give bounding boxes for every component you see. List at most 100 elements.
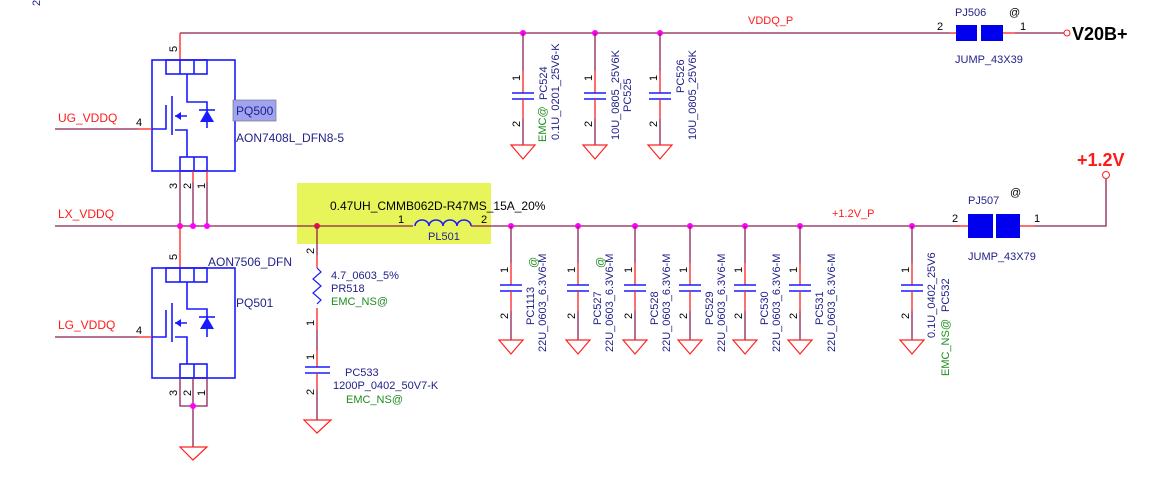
cap-pin2: 2 <box>623 313 635 319</box>
net-label-vddq-p: VDDQ_P <box>748 15 793 27</box>
cap-option: @ <box>595 257 607 268</box>
cap-pin1: 1 <box>733 267 745 273</box>
pj506-pin1: 1 <box>1020 21 1026 33</box>
inductor-pl501[interactable]: 0.47UH_CMMB062D-R47MS_15A_20% 1 2 PL501 <box>330 199 546 243</box>
ground-icon <box>302 419 333 434</box>
cap-pin2: 2 <box>511 121 523 127</box>
ground-icon <box>178 446 209 461</box>
ground-icon <box>621 339 649 355</box>
pj507-option: @ <box>1010 187 1021 199</box>
cap-pin2: 2 <box>678 313 690 319</box>
ground-icon <box>497 339 525 355</box>
cap-value: 0.1U_0402_25V6 <box>926 252 938 338</box>
ground-icon <box>731 339 759 355</box>
cap-pin1: 1 <box>788 267 800 273</box>
ground-icon <box>646 144 674 160</box>
pj507-ref: PJ507 <box>968 195 999 207</box>
ground-icon <box>898 339 926 355</box>
cap-value: 22U_0603_6.3V6-M <box>826 254 838 352</box>
svg-text:4: 4 <box>136 117 142 129</box>
pl501-value: 0.47UH_CMMB062D-R47MS_15A_20% <box>330 199 546 213</box>
cap-ref: PC529 <box>704 291 716 325</box>
mosfet-pq500[interactable]: PQ500 AON7408L_DFN8-5 5 4 3 2 1 <box>136 33 344 226</box>
svg-text:PC533: PC533 <box>345 367 379 379</box>
net-label-v12-p: +1.2V_P <box>832 208 875 220</box>
pq501-part: AON7506_DFN <box>208 255 292 269</box>
net-label-lg-vddq: LG_VDDQ <box>58 318 115 332</box>
ground-icon <box>581 144 609 160</box>
cap-ref: PC532 <box>940 278 952 312</box>
svg-text:2: 2 <box>952 213 958 225</box>
net-label-ug-vddq: UG_VDDQ <box>58 111 117 125</box>
cap-pin1: 1 <box>900 267 912 273</box>
cap-ref: PC530 <box>759 291 771 325</box>
ground-icon <box>564 339 592 355</box>
cap-ref: PC531 <box>814 291 826 325</box>
svg-text:4.7_0603_5%: 4.7_0603_5% <box>331 270 399 282</box>
capacitor-pc533[interactable]: 1 2 PC533 1200P_0402_50V7-K EMC_NS@ <box>302 330 439 434</box>
cap-pin2: 2 <box>733 313 745 319</box>
cap-ref: PC525 <box>622 78 634 112</box>
ground-icon <box>509 144 537 160</box>
cap-value: 22U_0603_6.3V6-M <box>716 254 728 352</box>
net-label-lx-vddq: LX_VDDQ <box>58 207 114 221</box>
svg-text:1: 1 <box>196 183 208 189</box>
svg-text:1: 1 <box>398 214 404 226</box>
net-label-v12: +1.2V <box>1077 150 1125 170</box>
cap-pin1: 1 <box>566 267 578 273</box>
pj506-ref: PJ506 <box>955 7 986 19</box>
svg-text:EMC_NS@: EMC_NS@ <box>346 394 403 406</box>
cap-option: EMC@ <box>537 106 549 142</box>
cap-ref: PC524 <box>538 66 550 100</box>
cap-value: 10U_0805_25V6K <box>610 49 622 140</box>
jumper-pj507[interactable]: PJ507 @ 2 1 JUMP_43X79 <box>952 171 1110 264</box>
svg-text:1: 1 <box>305 320 317 326</box>
cap-pin2: 2 <box>648 121 660 127</box>
cap-value: 10U_0805_25V6K <box>687 49 699 140</box>
svg-text:1200P_0402_50V7-K: 1200P_0402_50V7-K <box>333 380 439 392</box>
cap-ref: PC526 <box>675 59 687 93</box>
svg-text:2: 2 <box>481 214 487 226</box>
svg-text:3: 3 <box>168 390 180 396</box>
svg-text:3: 3 <box>168 183 180 189</box>
pj506-part: JUMP_43X39 <box>955 54 1023 66</box>
cap-option: EMC_NS@ <box>940 319 952 376</box>
svg-text:4: 4 <box>136 325 142 337</box>
pq500-part: AON7408L_DFN8-5 <box>236 131 344 145</box>
cap-ref: PC527 <box>592 291 604 325</box>
svg-text:2: 2 <box>305 389 317 395</box>
cap-pin1: 1 <box>623 267 635 273</box>
pj507-part: JUMP_43X79 <box>968 251 1036 263</box>
cap-value: 0.1U_0201_25V6-K <box>550 43 562 140</box>
resistor-pr518[interactable]: 2 1 4.7_0603_5% PR518 EMC_NS@ <box>305 226 399 330</box>
mosfet-pq501[interactable]: AON7506_DFN PQ501 5 4 3 2 1 <box>136 226 292 461</box>
svg-text:PR518: PR518 <box>331 283 365 295</box>
cap-pin2: 2 <box>583 121 595 127</box>
cap-value: 22U_0603_6.3V6-M <box>771 254 783 352</box>
inductor-highlight <box>297 183 491 244</box>
svg-text:2: 2 <box>182 183 194 189</box>
cap-value: 22U_0603_6.3V6-M <box>604 254 616 352</box>
svg-text:2: 2 <box>182 390 194 396</box>
cap-value: 22U_0603_6.3V6-M <box>537 254 549 352</box>
svg-text:1: 1 <box>196 390 208 396</box>
cap-ref: PC528 <box>649 291 661 325</box>
svg-text:2: 2 <box>305 248 317 254</box>
pl501-ref: PL501 <box>428 231 460 243</box>
corner-label: 2 <box>31 0 43 6</box>
jumper-pj506[interactable]: PJ506 @ 2 1 JUMP_43X39 <box>937 7 1071 66</box>
svg-text:5: 5 <box>168 46 180 52</box>
cap-pin1: 1 <box>648 75 660 81</box>
svg-text:5: 5 <box>168 254 180 260</box>
